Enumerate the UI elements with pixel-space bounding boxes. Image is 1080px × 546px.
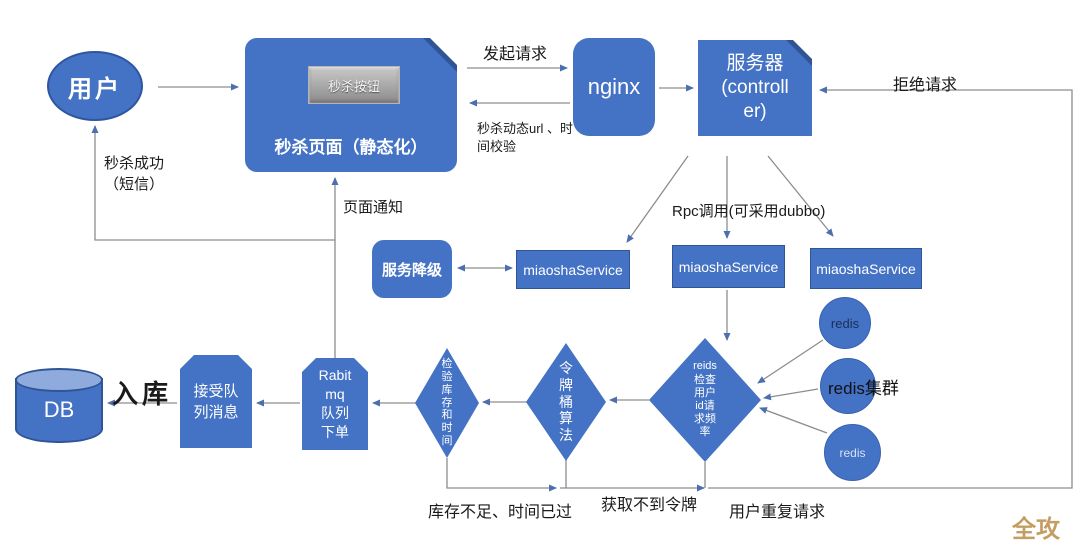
database-cylinder-top [15, 368, 103, 392]
receive-queue-node: 接受队 列消息 [180, 355, 252, 448]
into-db-label: 入库 [112, 379, 173, 409]
watermark-text: 全攻略 [1012, 516, 1060, 543]
user-node: 用户 [47, 51, 143, 121]
miaosha-service-node-1: miaoshaService [516, 250, 630, 289]
redis-cluster-label: redis集群 [828, 379, 899, 398]
nginx-node: nginx [573, 38, 655, 136]
rpc-call-label: Rpc调用(可采用dubbo) [672, 203, 826, 220]
arrow-reject-loop [708, 86, 1073, 489]
arrow-redis-cluster-to-diamond [763, 388, 819, 401]
miaosha-service-node-2: miaoshaService [672, 245, 785, 288]
arrow-controller-to-service3 [767, 155, 834, 237]
seckill-button: 秒杀按钮 [308, 66, 400, 104]
controller-node: 服务器 (controll er) [698, 38, 814, 136]
dynamic-url-check-label: 秒杀动态url 、时 间校验 [477, 121, 574, 154]
redis-node-top: redis [819, 297, 871, 349]
controller-fold-cut [791, 38, 814, 61]
seckill-success-sms-label: 秒杀成功 （短信） [104, 155, 165, 193]
database-cylinder: DB [15, 368, 103, 445]
redis-node-middle [820, 358, 876, 414]
controller-label: 服务器 (controll er) [721, 53, 789, 122]
redis-node-bottom: redis [824, 424, 881, 481]
initiate-request-label: 发起请求 [483, 46, 548, 63]
reject-request-label: 拒绝请求 [893, 77, 958, 94]
arrow-redis-top-to-diamond [757, 339, 824, 384]
page-notify-label: 页面通知 [343, 199, 404, 216]
out-of-stock-label: 库存不足、时间已过 [428, 504, 573, 521]
arrow-redis-bottom-to-diamond [759, 407, 828, 434]
seckill-page-label: 秒杀页面（静态化） [274, 138, 428, 157]
miaosha-service-node-3: miaoshaService [810, 248, 922, 289]
service-downgrade-node: 服务降级 [372, 240, 452, 298]
page-fold-cut [428, 36, 459, 67]
rabbitmq-node: Rabit mq 队列 下单 [302, 358, 368, 450]
arrow-stock-fail [446, 458, 557, 492]
arrow-sms-to-user [91, 125, 335, 241]
arrow-controller-to-service1 [626, 155, 689, 243]
no-token-label: 获取不到令牌 [601, 497, 698, 514]
seckill-page-node: 秒杀按钮 秒杀页面（静态化） [245, 36, 459, 172]
duplicate-request-label: 用户重复请求 [729, 504, 826, 521]
